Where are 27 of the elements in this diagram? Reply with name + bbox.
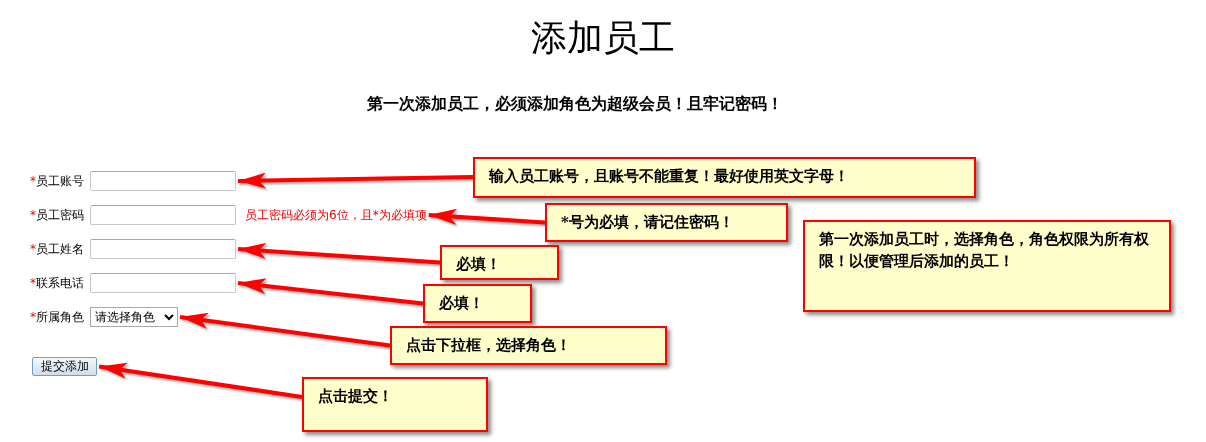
page-title: 添加员工 — [531, 16, 675, 60]
input-field — [90, 171, 236, 191]
callout-box: 必填！ — [440, 245, 559, 280]
arrow — [237, 242, 441, 265]
callout-box: 点击下拉框，选择角色！ — [390, 326, 667, 365]
field-label: *员工姓名 — [30, 241, 84, 257]
field-label: *联系电话 — [30, 275, 84, 291]
hint-text: 员工密码必须为6位，且*为必填项 — [245, 207, 427, 223]
input-field — [90, 239, 236, 259]
field-label: *所属角色 — [30, 309, 84, 325]
arrow — [237, 172, 474, 189]
field-label: *员工密码 — [30, 207, 84, 223]
callout-box: 输入员工账号，且账号不能重复！最好使用英文字母！ — [473, 157, 976, 198]
arrow — [98, 362, 303, 399]
field-label: *员工账号 — [30, 173, 84, 189]
submit-button: 提交添加 — [32, 357, 97, 376]
callout-box: 第一次添加员工时，选择角色，角色权限为所有权限！以便管理后添加的员工！ — [803, 220, 1171, 312]
callout-box: *号为必填，请记住密码！ — [545, 203, 788, 242]
arrow — [179, 312, 391, 348]
subtitle: 第一次添加员工，必须添加角色为超级会员！且牢记密码！ — [367, 94, 783, 115]
callout-box: 必填！ — [423, 284, 532, 323]
input-field — [90, 205, 236, 225]
dropdown-select: 请选择角色 — [90, 307, 178, 327]
arrow — [237, 278, 424, 306]
input-field — [90, 273, 236, 293]
arrow — [428, 208, 546, 225]
callout-box: 点击提交！ — [302, 377, 488, 432]
